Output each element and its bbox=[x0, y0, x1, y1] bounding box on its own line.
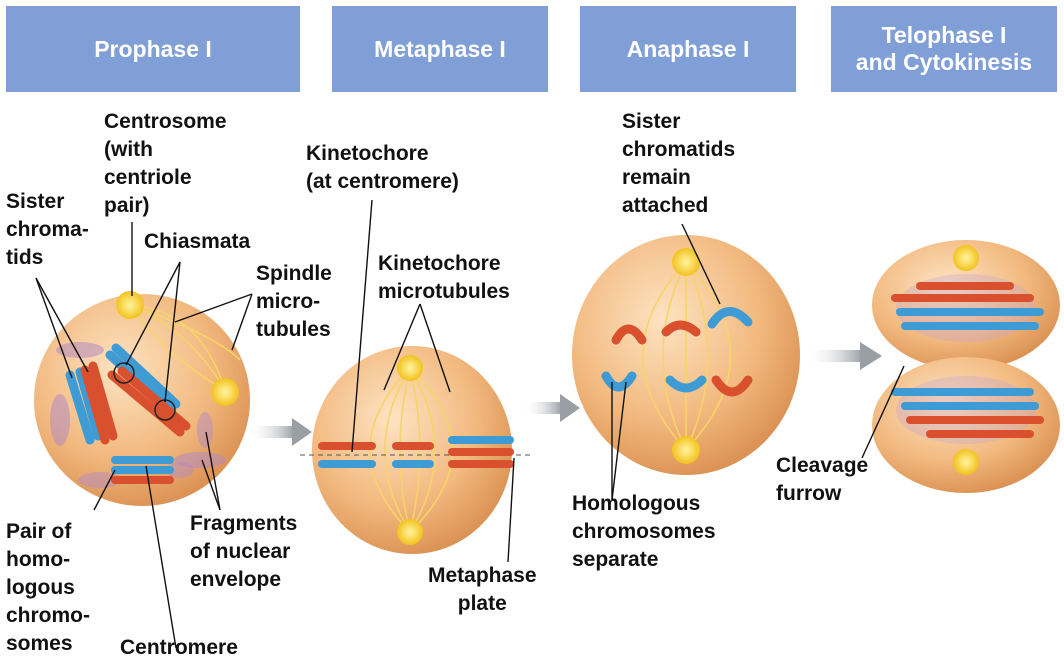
arrow-metaphase-to-anaphase bbox=[522, 394, 580, 422]
label-chiasmata: Chiasmata bbox=[144, 230, 251, 253]
label-kinetochore-microtubules: Kinetochore microtubules bbox=[378, 252, 510, 303]
label-pair-homologous: Pair of homo- logous chromo- somes bbox=[6, 520, 90, 655]
header-anaphase: Anaphase I bbox=[580, 6, 796, 92]
label-centrosome: Centrosome (with centriole pair) bbox=[104, 110, 227, 217]
label-fragments: Fragments of nuclear envelope bbox=[190, 512, 298, 591]
telophase-cells bbox=[872, 240, 1060, 493]
header-metaphase: Metaphase I bbox=[332, 6, 548, 92]
header-telophase-text-2: and Cytokinesis bbox=[855, 49, 1033, 75]
header-metaphase-text: Metaphase I bbox=[374, 35, 506, 62]
label-kinetochore: Kinetochore (at centromere) bbox=[306, 142, 459, 193]
header-prophase-text: Prophase I bbox=[94, 35, 212, 62]
arrow-anaphase-to-telophase bbox=[806, 342, 882, 370]
header-telophase: Telophase I and Cytokinesis bbox=[831, 6, 1057, 92]
label-centromere: Centromere bbox=[120, 636, 238, 659]
leader-lines bbox=[35, 199, 905, 649]
header-anaphase-text: Anaphase I bbox=[626, 35, 750, 62]
header-telophase-text-1: Telophase I bbox=[881, 22, 1007, 48]
label-cleavage-furrow: Cleavage furrow bbox=[776, 454, 869, 505]
header-prophase: Prophase I bbox=[6, 6, 300, 92]
arrow-prophase-to-metaphase bbox=[248, 418, 312, 446]
label-spindle-microtubules: Spindle micro- tubules bbox=[256, 262, 332, 341]
label-metaphase-plate: Metaphase plate bbox=[428, 564, 537, 615]
label-homologous-separate: Homologous chromosomes separate bbox=[572, 492, 716, 571]
metaphase-cell bbox=[300, 346, 530, 554]
prophase-cell bbox=[34, 291, 250, 506]
anaphase-cell bbox=[572, 235, 800, 475]
label-sister-chromatids: Sister chroma- tids bbox=[6, 190, 89, 269]
label-sister-attached: Sister chromatids remain attached bbox=[622, 110, 736, 217]
